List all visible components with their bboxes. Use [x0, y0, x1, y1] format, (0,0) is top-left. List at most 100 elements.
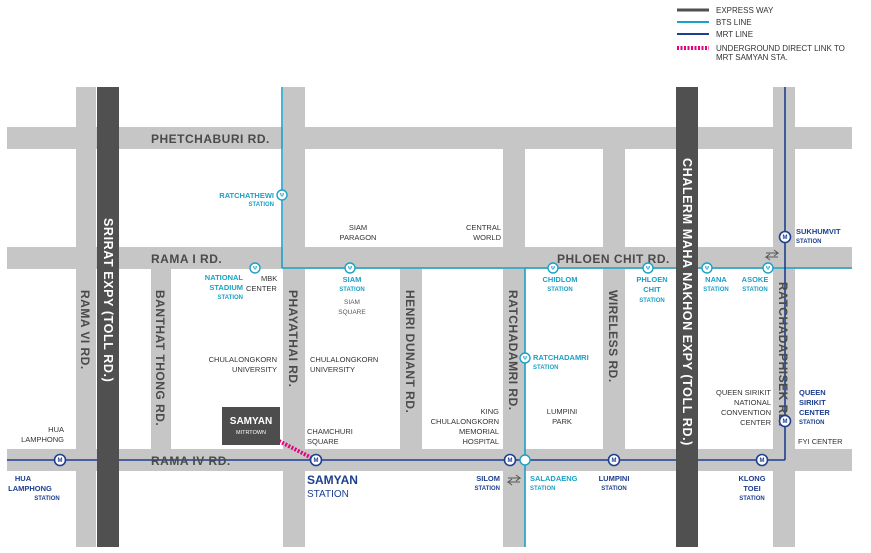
mrt-lumpini-label: LUMPINI [599, 474, 630, 483]
mrt-queen-sirikit-label-3: CENTER [799, 408, 830, 417]
bts-national-stadium-label-1: NATIONAL [205, 273, 244, 282]
label-rama1-road: RAMA I RD. [151, 252, 222, 266]
place-chula-left-2: UNIVERSITY [232, 365, 277, 374]
bts-saladaeng-icon [519, 454, 531, 466]
svg-text:M: M [314, 458, 319, 464]
place-siam-paragon-2: PARAGON [340, 233, 377, 242]
mrt-silom-icon [503, 453, 517, 467]
mrt-sukhumvit-icon [778, 230, 792, 244]
bts-ratchadamri-sub: STATION [533, 365, 558, 371]
bts-saladaeng-sub: STATION [530, 486, 555, 492]
svg-text:Ψ: Ψ [348, 266, 352, 272]
bts-chidlom-label: CHIDLOM [543, 275, 578, 284]
bts-ratchathewi-sub: STATION [249, 202, 274, 208]
label-rama6-road: RAMA VI RD. [78, 290, 92, 370]
bts-chidlom-icon [547, 262, 559, 274]
mrt-samyan-sub: STATION [307, 489, 349, 500]
place-chamchuri-2: SQUARE [307, 437, 339, 446]
svg-text:Ψ: Ψ [705, 266, 709, 272]
label-phloen-chit-road: PHLOEN CHIT RD. [557, 252, 670, 266]
place-chula-left-1: CHULALONGKORN [209, 355, 277, 364]
samyan-mitrtown: SAMYAN MITRTOWN [222, 407, 280, 445]
place-chula-right-1: CHULALONGKORN [310, 355, 378, 364]
bts-national-stadium-sub: STATION [218, 295, 243, 301]
bts-nana-icon [701, 262, 713, 274]
mrt-hua-lamphong-label-2: LAMPHONG [8, 484, 52, 493]
mrt-klong-toei-label-1: KLONG [738, 474, 765, 483]
legend: EXPRESS WAY BTS LINE MRT LINE UNDERGROUN… [677, 6, 845, 62]
bts-nana-sub: STATION [703, 287, 728, 293]
bts-ratchathewi-label: RATCHATHEWI [219, 191, 274, 200]
mrt-queen-sirikit-label-2: SIRIKIT [799, 398, 826, 407]
road-wireless [603, 149, 625, 454]
place-king-chula-3: MEMORIAL [459, 427, 499, 436]
mrt-lumpini-icon [607, 453, 621, 467]
bts-saladaeng-label: SALADAENG [530, 474, 578, 483]
expressway-chalerm-label: CHALERM MAHA NAKHON EXPY (TOLL RD.) [680, 158, 694, 446]
label-wireless-road: WIRELESS RD. [606, 290, 620, 383]
bts-asoke-icon [762, 262, 774, 274]
svg-text:Ψ: Ψ [253, 266, 257, 272]
label-ratchadaphisek-road: RATCHADAPHISEK RD. [776, 282, 790, 427]
mrt-hua-lamphong-icon [53, 453, 67, 467]
legend-mrt-label: MRT LINE [716, 30, 753, 39]
place-fyi-center: FYI CENTER [798, 437, 843, 446]
bts-siam-sub: STATION [339, 287, 364, 293]
label-henri-dunant-road: HENRI DUNANT RD. [403, 290, 417, 413]
svg-text:M: M [783, 235, 788, 241]
bts-phloen-chit-label-2: CHIT [643, 285, 661, 294]
place-king-chula-1: KING [481, 407, 500, 416]
place-mbk-1: MBK [261, 274, 277, 283]
legend-bts-label: BTS LINE [716, 18, 752, 27]
mrt-lumpini-sub: STATION [601, 486, 626, 492]
mrt-silom-label: SILOM [476, 474, 500, 483]
expressway-sirirat-label: SRIRAT EXPY (TOLL RD.) [101, 218, 115, 382]
interchange-asoke-sukhumvit-icon [764, 249, 780, 261]
svg-text:Ψ: Ψ [766, 266, 770, 272]
place-central-world-2: WORLD [473, 233, 502, 242]
svg-text:M: M [58, 458, 63, 464]
place-mbk-2: CENTER [246, 284, 277, 293]
mrt-hua-lamphong-sub: STATION [34, 496, 59, 502]
interchange-arrow-icons [506, 249, 780, 486]
label-phayathai-road: PHAYATHAI RD. [286, 290, 300, 387]
bts-asoke-label: ASOKE [742, 275, 769, 284]
expressway-sirirat [97, 87, 119, 547]
bts-chidlom-sub: STATION [547, 287, 572, 293]
svg-text:M: M [760, 458, 765, 464]
mrt-hua-lamphong-label-1: HUA [15, 474, 32, 483]
road-rama1-phloen-chit [7, 247, 852, 269]
svg-text:Ψ: Ψ [280, 193, 284, 199]
svg-text:Ψ: Ψ [551, 266, 555, 272]
legend-link-label-1: UNDERGROUND DIRECT LINK TO [716, 44, 845, 53]
place-siam-square-2: SQUARE [338, 309, 366, 316]
label-phetchaburi-road: PHETCHABURI RD. [151, 132, 270, 146]
mrt-queen-sirikit-icon [778, 414, 792, 428]
bts-siam-icon [344, 262, 356, 274]
label-banthat-thong-road: BANTHAT THONG RD. [153, 290, 167, 426]
label-rama4-road: RAMA IV RD. [151, 454, 231, 468]
place-lumpini-park-2: PARK [552, 417, 572, 426]
mrt-icon-glyphs: M M M M M M M [58, 235, 788, 464]
bts-ratchadamri-label: RATCHADAMRI [533, 353, 589, 362]
expressway-chalerm [676, 87, 698, 547]
svg-text:M: M [612, 458, 617, 464]
bts-asoke-sub: STATION [742, 287, 767, 293]
place-chula-right-2: UNIVERSITY [310, 365, 355, 374]
label-ratchadamri-road: RATCHADAMRI RD. [506, 290, 520, 411]
bts-station-markers [249, 189, 774, 466]
place-chamchuri-1: CHAMCHURI [307, 427, 353, 436]
place-qsncc-3: CONVENTION [721, 408, 771, 417]
place-king-chula-2: CHULALONGKORN [431, 417, 499, 426]
place-hua-lamphong-2: LAMPHONG [21, 435, 64, 444]
road-banthat-thong [151, 269, 171, 454]
legend-expressway-label: EXPRESS WAY [716, 6, 774, 15]
svg-text:Ψ: Ψ [646, 266, 650, 272]
mrt-klong-toei-label-2: TOEI [743, 484, 760, 493]
svg-text:MITRTOWN: MITRTOWN [236, 430, 266, 436]
bts-national-stadium-icon [249, 262, 261, 274]
mrt-samyan-label: SAMYAN [307, 473, 358, 487]
place-lumpini-park-1: LUMPINI [547, 407, 577, 416]
bts-nana-label: NANA [705, 275, 727, 284]
